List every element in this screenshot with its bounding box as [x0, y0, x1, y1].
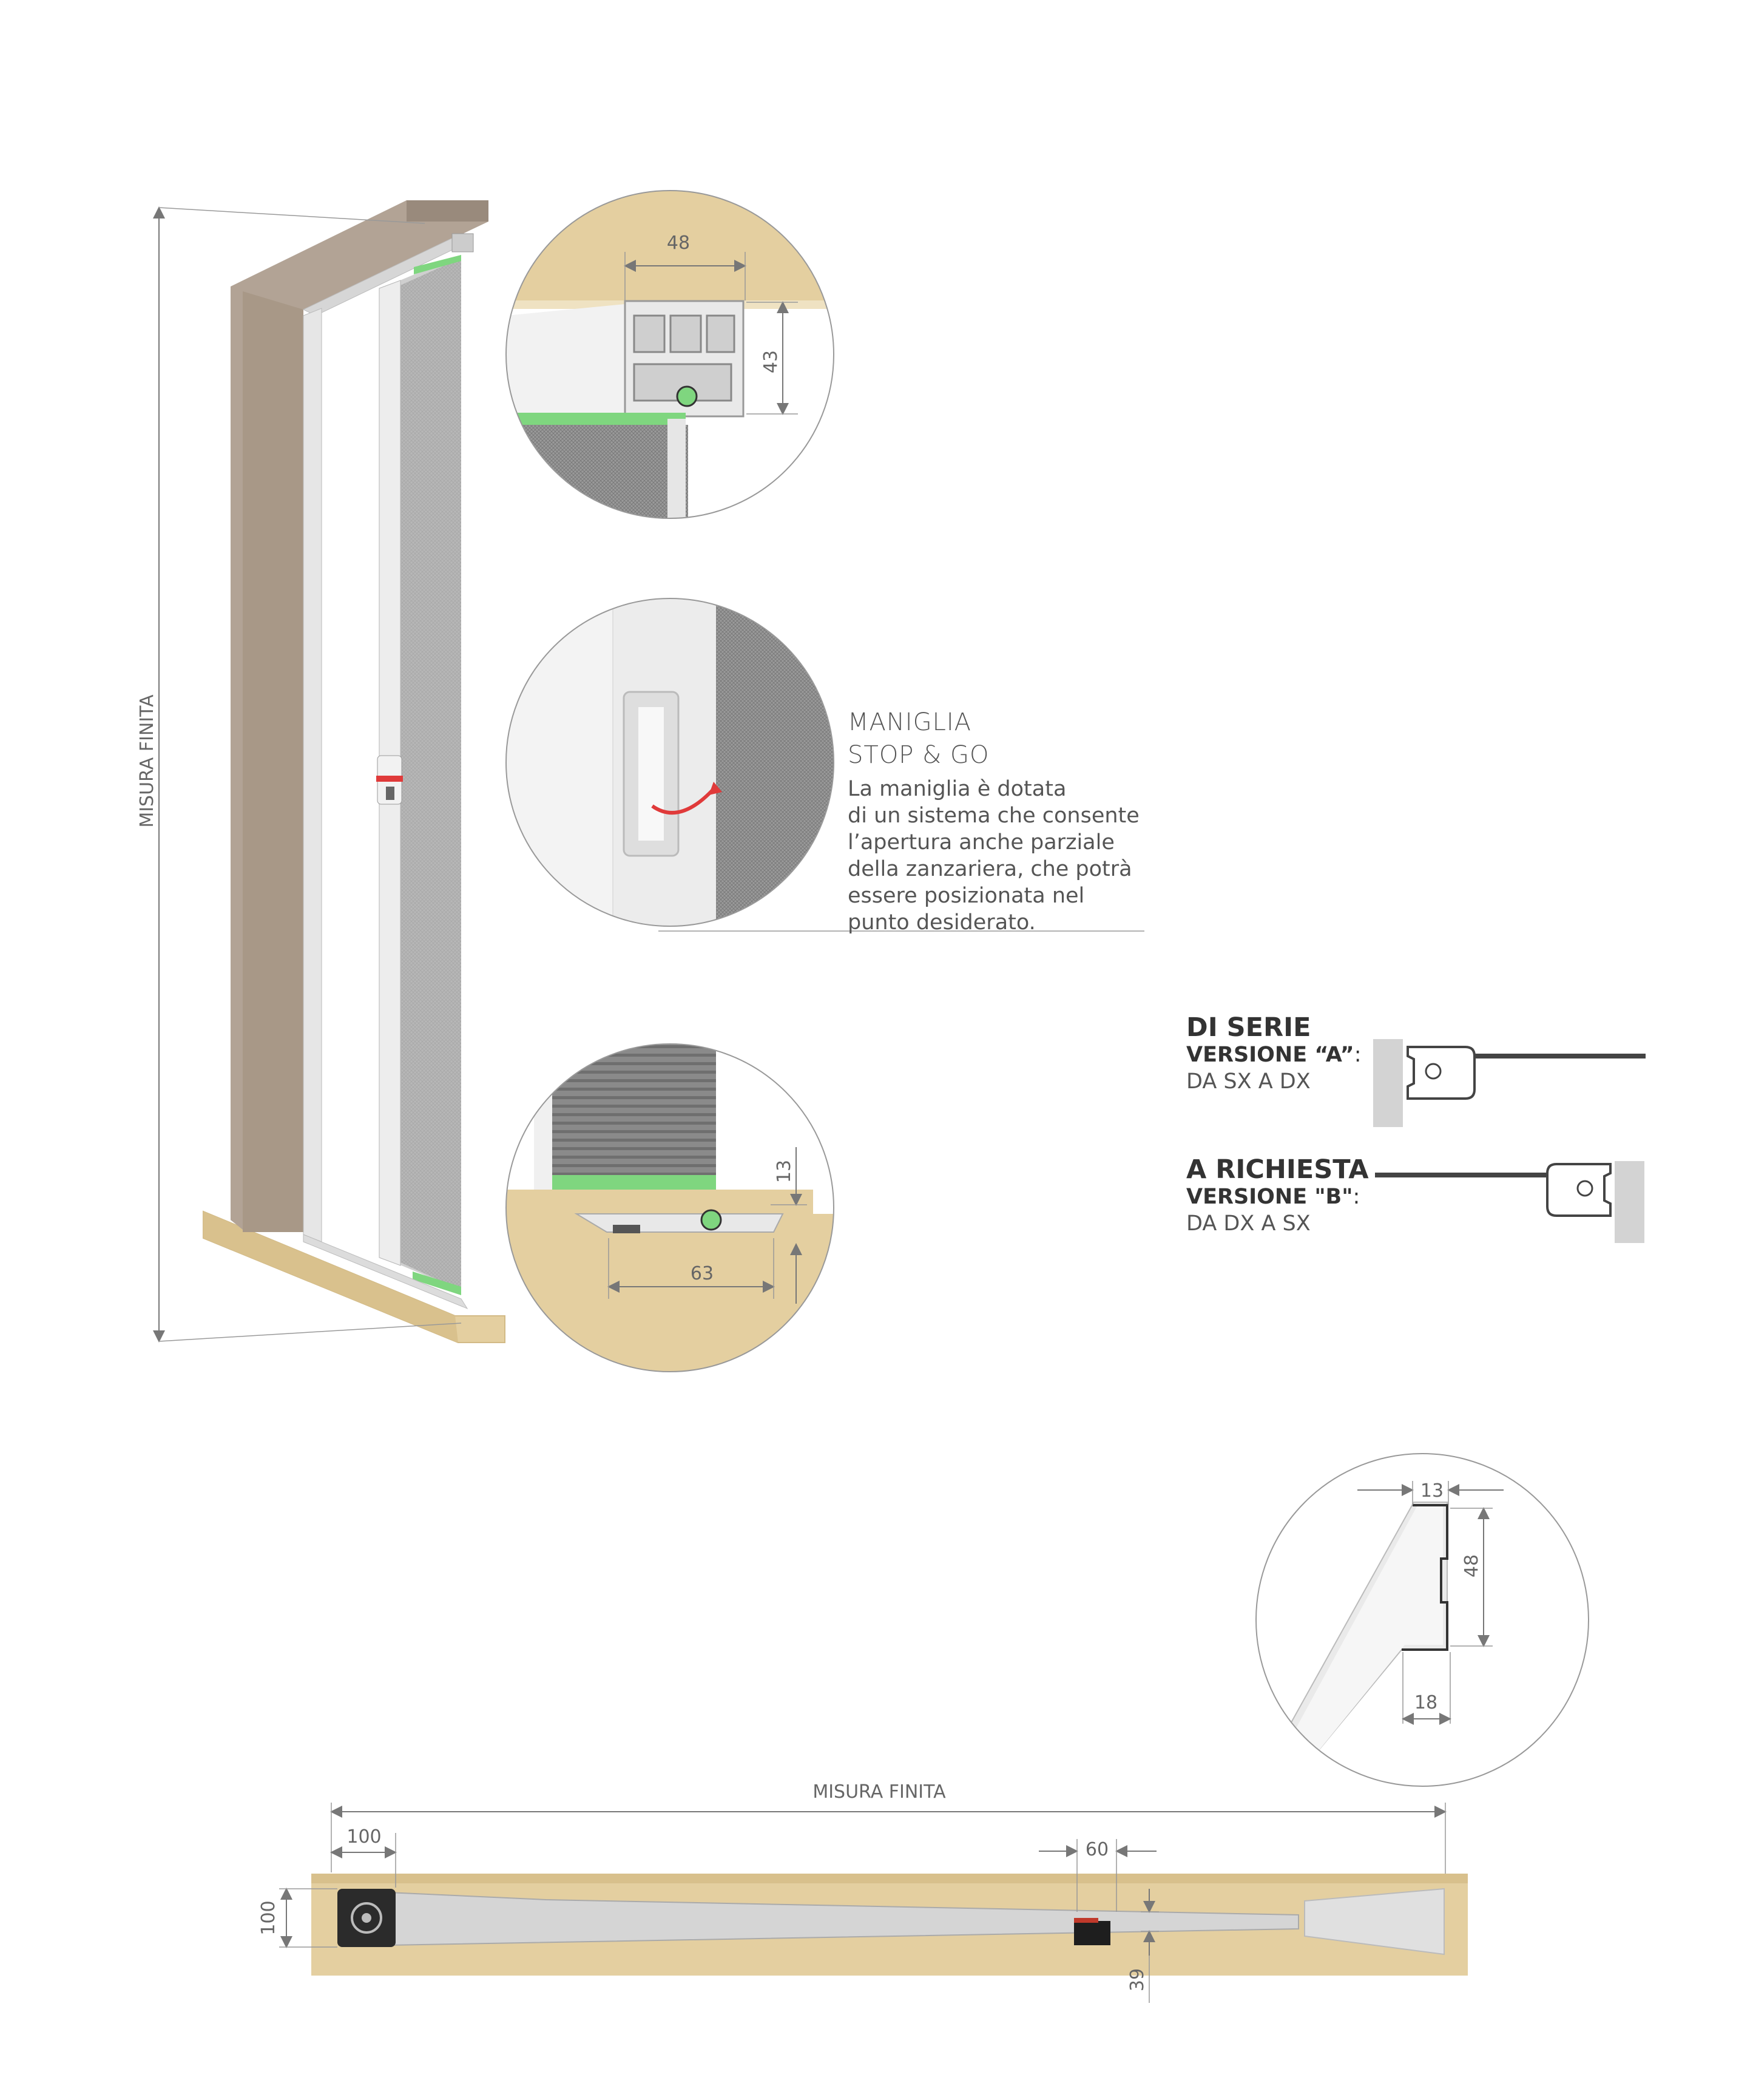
plan-width-label: MISURA FINITA	[812, 1781, 946, 1803]
bottom-width-dim: 63	[691, 1263, 714, 1284]
plan-handle-width-dim: 60	[1086, 1839, 1109, 1860]
detail-circle-top: 48 43	[505, 190, 834, 519]
plan-track-height-dim: 39	[1127, 1968, 1148, 1991]
top-width-dim: 48	[667, 232, 690, 254]
version-a-schematic	[1373, 1039, 1646, 1127]
option-a: DI SERIE VERSIONE “A”: DA SX A DX	[1186, 1012, 1361, 1094]
option-a-direction: DA SX A DX	[1186, 1069, 1311, 1094]
handle-title-line1: MANIGLIA	[848, 708, 972, 736]
handle-description: La maniglia è dotata di un sistema che c…	[848, 776, 1140, 936]
detail-circle-profile: 13 48 18	[1255, 1453, 1589, 1787]
handle-desc-line: della zanzariera, che potrà	[848, 857, 1132, 881]
stop-go-arrow	[651, 787, 715, 815]
top-height-dim: 43	[760, 350, 782, 373]
door-height-label: MISURA FINITA	[137, 694, 158, 828]
plan-box-width-dim: 100	[346, 1826, 381, 1848]
profile-bottom-dim: 18	[1414, 1692, 1437, 1713]
profile-height-dim: 48	[1461, 1554, 1482, 1577]
handle-desc-line: di un sistema che consente	[848, 804, 1140, 828]
left-guide-rail	[303, 308, 322, 1242]
option-a-version: VERSIONE “A”:	[1186, 1043, 1362, 1067]
version-b-schematic	[1375, 1161, 1644, 1243]
option-b: A RICHIESTA VERSIONE "B": DA DX A SX	[1186, 1154, 1369, 1236]
door-illustration: MISURA FINITA	[137, 200, 505, 1343]
plan-box-height-dim: 100	[258, 1900, 279, 1935]
option-b-direction: DA DX A SX	[1186, 1211, 1311, 1236]
bottom-seal	[413, 1272, 461, 1295]
wall-frame-side	[243, 291, 303, 1232]
bottom-height-dim: 13	[774, 1160, 795, 1183]
handle-red-mark	[376, 776, 403, 782]
option-b-title: A RICHIESTA	[1186, 1154, 1369, 1185]
handle-title: MANIGLIA STOP & GO	[848, 706, 990, 771]
handle-desc-line: essere posizionata nel	[848, 884, 1085, 908]
plan-view: MISURA FINITA 100 100 60 39	[258, 1781, 1468, 2003]
handle-desc-line: l’apertura anche parziale	[848, 830, 1115, 855]
top-seal	[414, 255, 461, 274]
option-b-version: VERSIONE "B":	[1186, 1185, 1360, 1209]
option-a-title: DI SERIE	[1186, 1012, 1311, 1043]
profile-top-dim: 13	[1420, 1480, 1444, 1502]
bottom-track	[303, 1234, 468, 1310]
handle-desc-line: La maniglia è dotata	[848, 777, 1067, 801]
detail-circle-bottom: 13 63	[505, 1043, 834, 1372]
handle-desc-line: punto desiderato.	[848, 910, 1036, 935]
handle-title-line2: STOP & GO	[848, 741, 990, 769]
